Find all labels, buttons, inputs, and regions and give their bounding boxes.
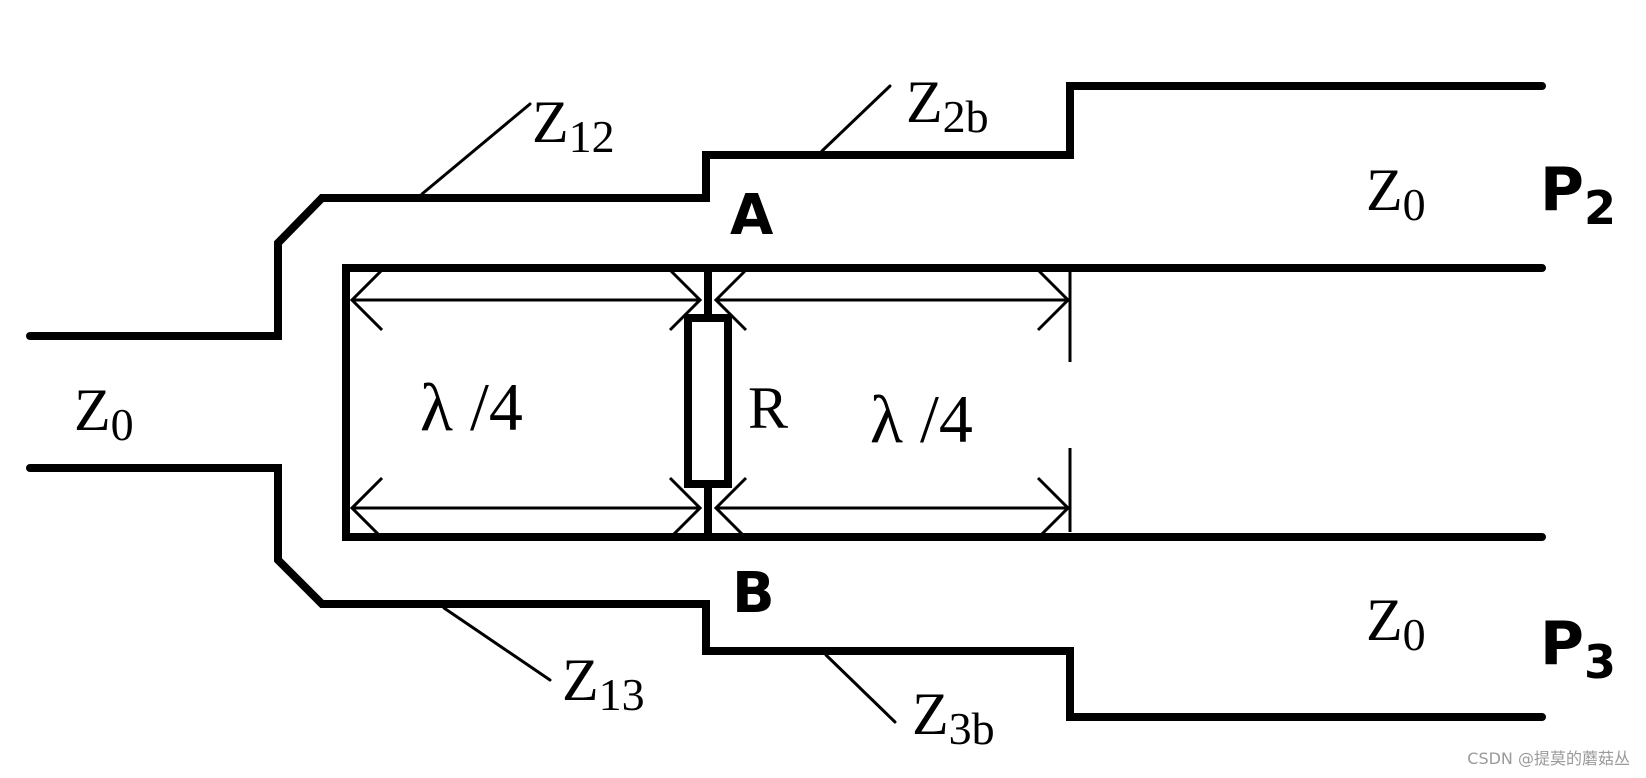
inner-box <box>342 264 1546 541</box>
dimension-left <box>349 268 703 540</box>
z13-label: Z13 <box>562 647 645 720</box>
node-b-label: B <box>732 561 775 626</box>
z2b-label: Z2b <box>906 69 989 142</box>
z12-leader <box>420 102 532 196</box>
quarter-wave-right-label: λ /4 <box>870 381 973 457</box>
lower-outer-line <box>26 464 1546 721</box>
z0-top-label: Z0 <box>1366 157 1426 230</box>
z13-leader <box>442 606 552 682</box>
z0-left-label: Z0 <box>74 377 134 450</box>
p2-label: P2 <box>1540 155 1616 235</box>
node-a-label: A <box>730 183 774 248</box>
z12-label: Z12 <box>532 89 615 162</box>
p3-label: P3 <box>1540 609 1616 689</box>
watermark: CSDN @提莫的蘑菇丛 <box>1467 749 1630 768</box>
z2b-leader <box>820 84 892 153</box>
upper-outer-line <box>26 82 1546 340</box>
dimension-right <box>713 268 1072 540</box>
resistor-body <box>684 314 732 488</box>
quarter-wave-left-label: λ /4 <box>420 369 523 445</box>
z3b-leader <box>824 653 897 724</box>
resistor-label: R <box>748 375 788 441</box>
z0-bottom-label: Z0 <box>1366 587 1426 660</box>
z3b-label: Z3b <box>912 681 995 754</box>
